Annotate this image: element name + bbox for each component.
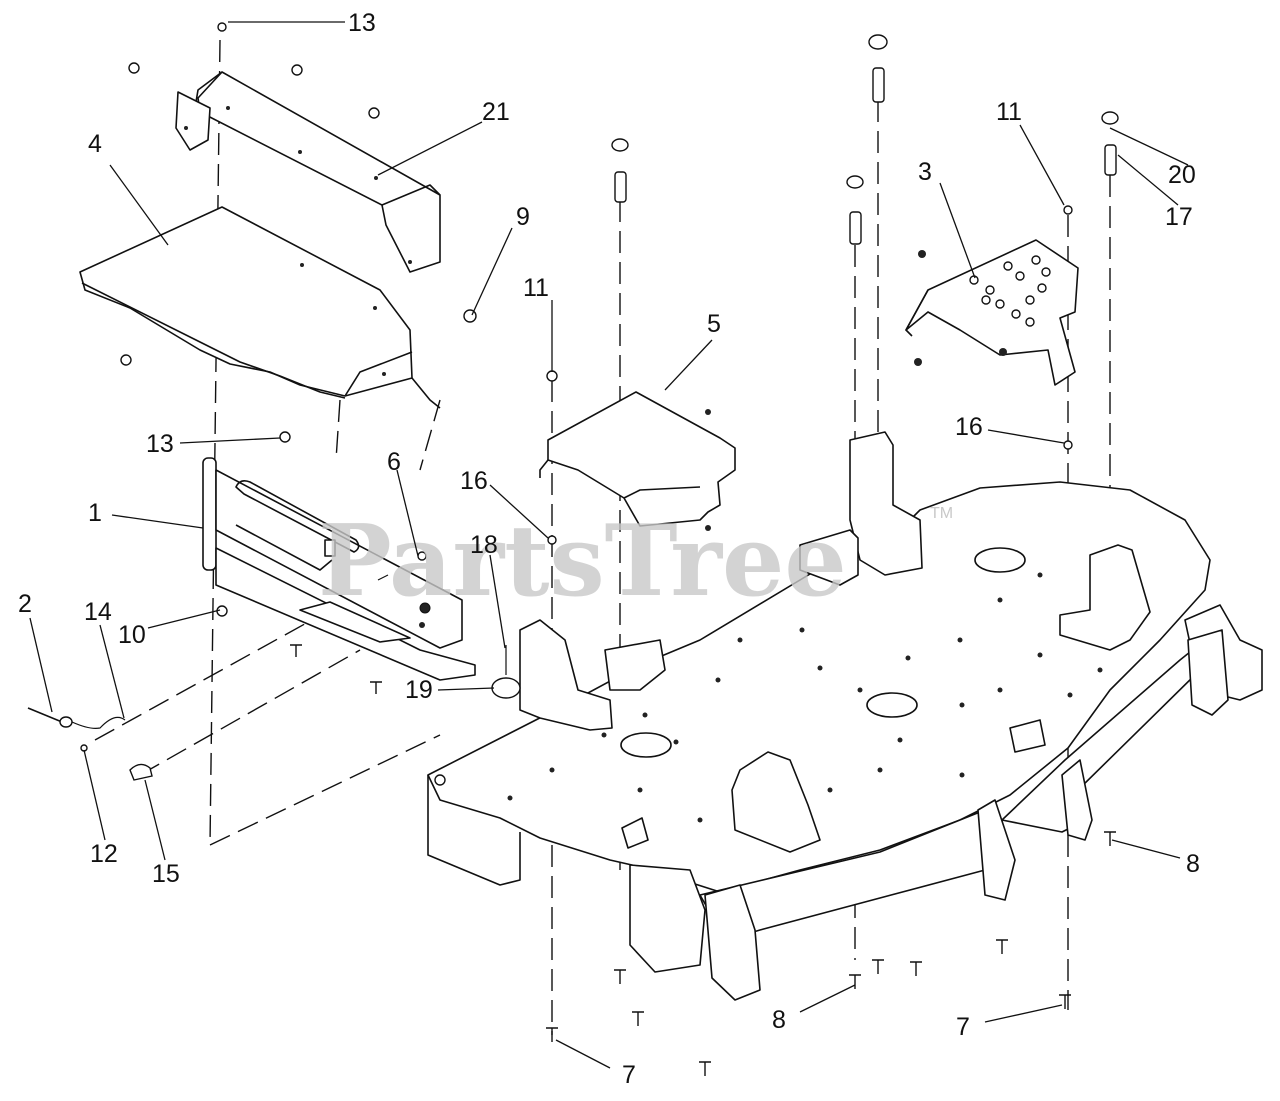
callout-6: 6 [387, 448, 401, 476]
callout-labels: 13 21 4 9 11 5 3 11 20 17 13 16 16 6 1 1… [18, 9, 1200, 1089]
part-1-hinge-bracket [202, 457, 476, 681]
callout-8: 8 [772, 1006, 786, 1034]
callout-16: 16 [460, 467, 488, 495]
callout-7: 7 [622, 1061, 636, 1089]
callout-14: 14 [84, 598, 112, 626]
part-4-deflector [79, 206, 441, 409]
callout-3: 3 [918, 158, 932, 186]
callout-15: 15 [152, 860, 180, 888]
callout-5: 5 [707, 310, 721, 338]
callout-2: 2 [18, 590, 32, 618]
callout-1: 1 [88, 499, 102, 527]
part-5-cover [539, 391, 736, 531]
watermark: PartsTree TM [318, 504, 953, 619]
callout-11: 11 [523, 274, 549, 302]
callout-18: 18 [470, 531, 498, 559]
callout-8: 8 [1186, 850, 1200, 878]
watermark-text: PartsTree [318, 504, 847, 619]
callout-11: 11 [996, 98, 1022, 126]
part-21-upper-shield [175, 71, 441, 273]
callout-21: 21 [482, 98, 510, 126]
callout-17: 17 [1165, 203, 1193, 231]
part-3-vented-cover [905, 239, 1079, 386]
leader-lines [29, 21, 1189, 1069]
hardware [27, 22, 1119, 1076]
callout-9: 9 [516, 203, 530, 231]
mower-deck [427, 431, 1263, 1001]
callout-13: 13 [348, 9, 376, 37]
watermark-trademark: TM [930, 505, 953, 522]
callout-19: 19 [405, 676, 433, 704]
callout-7: 7 [956, 1013, 970, 1041]
callout-4: 4 [88, 130, 102, 158]
callout-13: 13 [146, 430, 174, 458]
callout-12: 12 [90, 840, 118, 868]
callout-10: 10 [118, 621, 146, 649]
callout-20: 20 [1168, 161, 1196, 189]
callout-16: 16 [955, 413, 983, 441]
